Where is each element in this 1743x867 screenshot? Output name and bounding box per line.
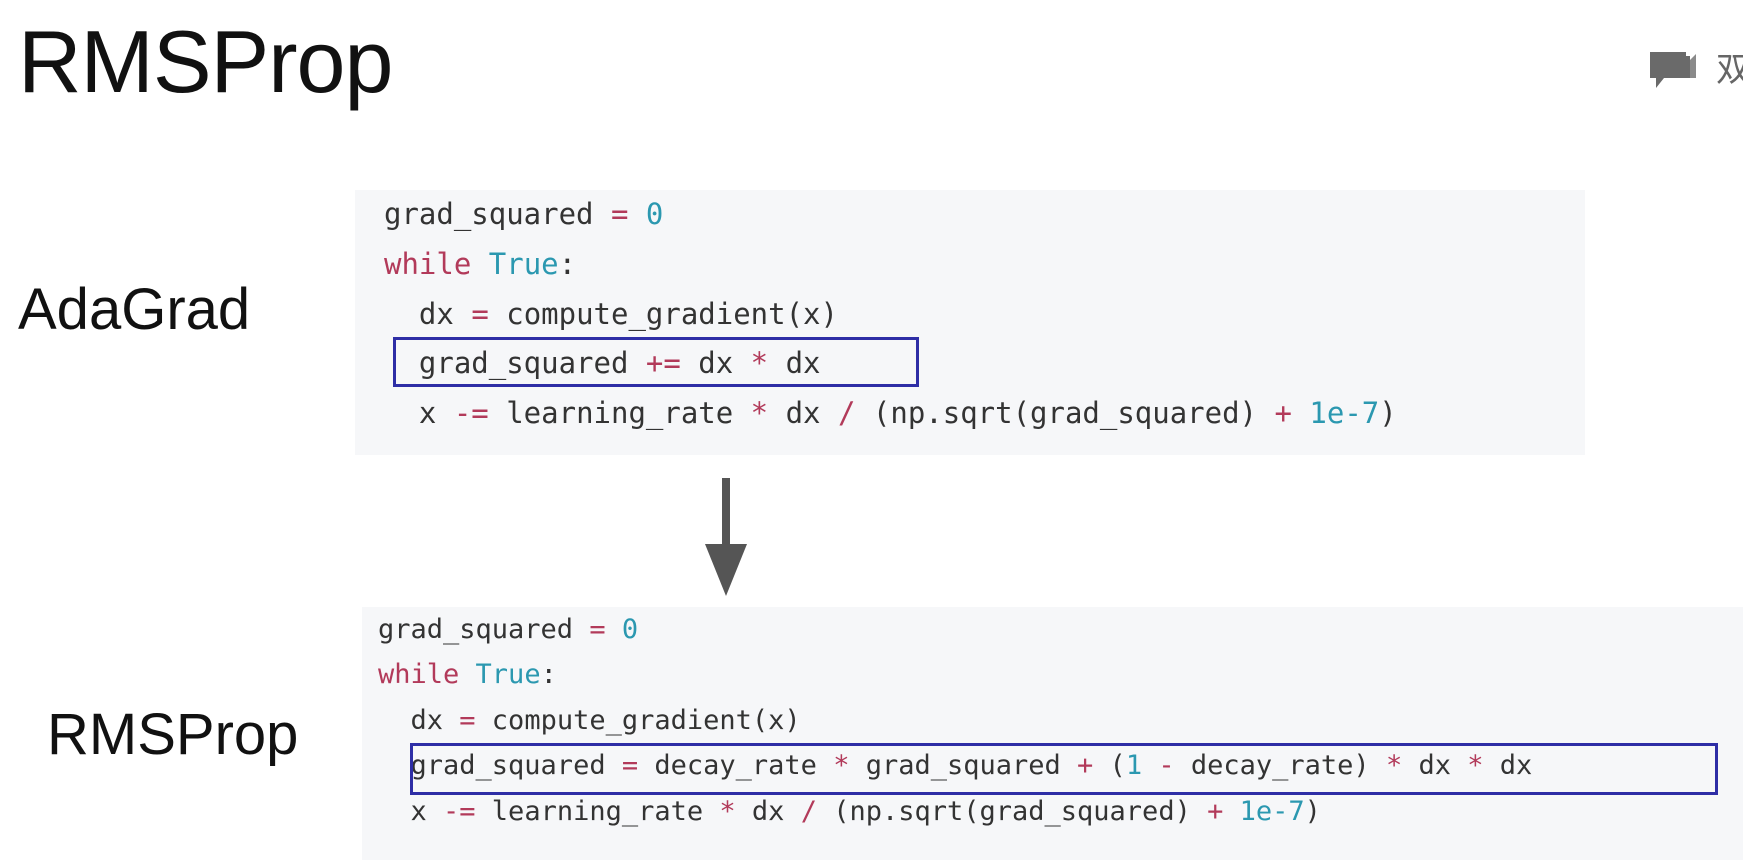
adagrad-label: AdaGrad (18, 277, 251, 342)
page-title: RMSProp (18, 12, 393, 111)
speech-bubble-icon[interactable] (1648, 48, 1698, 90)
code-line-1: grad_squared = 0 (378, 614, 639, 645)
code-line-4: grad_squared = decay_rate * grad_squared… (378, 750, 1533, 781)
code-line-5: x -= learning_rate * dx / (np.sqrt(grad_… (378, 796, 1321, 827)
code-line-1: grad_squared = 0 (384, 197, 664, 231)
code-line-5: x -= learning_rate * dx / (np.sqrt(grad_… (384, 396, 1397, 430)
code-line-3: dx = compute_gradient(x) (378, 705, 801, 736)
code-line-4: grad_squared += dx * dx (384, 346, 821, 380)
code-line-3: dx = compute_gradient(x) (384, 297, 838, 331)
arrow-down-icon (705, 478, 747, 596)
adagrad-code-block: grad_squared = 0 while True: dx = comput… (355, 190, 1585, 455)
rmsprop-highlight-box (410, 743, 1718, 795)
code-line-2: while True: (384, 247, 577, 281)
corner-glyph-icon[interactable]: 双 (1716, 51, 1743, 89)
adagrad-highlight-box (393, 337, 919, 387)
rmsprop-label: RMSProp (47, 702, 299, 767)
code-line-2: while True: (378, 659, 557, 690)
rmsprop-code-block: grad_squared = 0 while True: dx = comput… (362, 607, 1743, 860)
